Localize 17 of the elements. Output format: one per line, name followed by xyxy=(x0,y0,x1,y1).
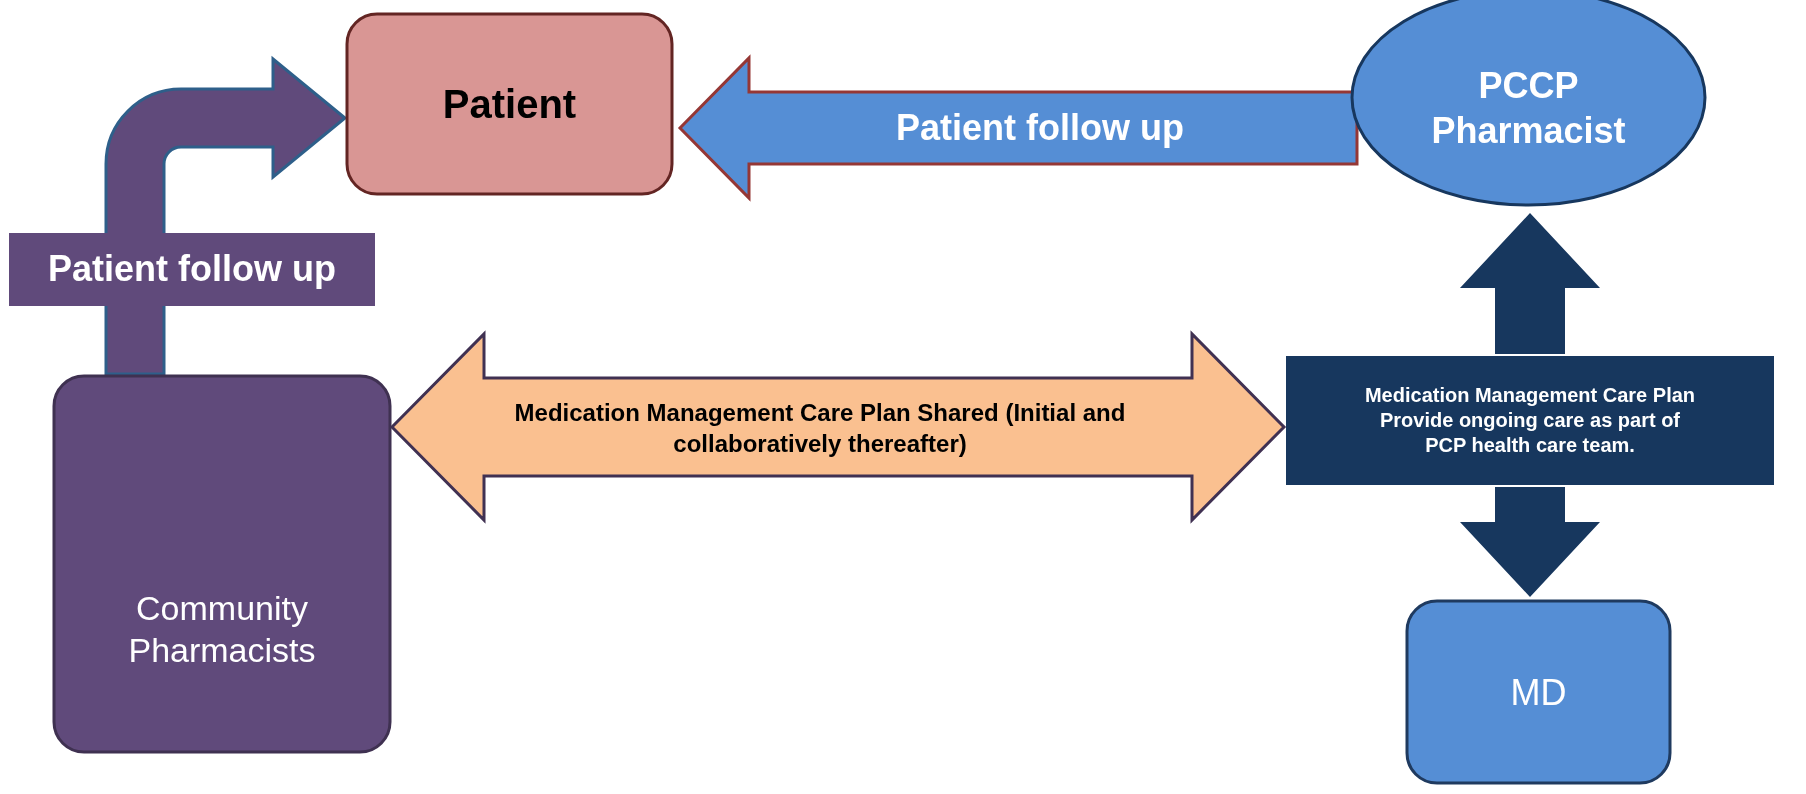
block-arrow xyxy=(389,330,1287,524)
edge-label: Patient follow up xyxy=(895,105,1185,150)
node-title: PCCP Pharmacist xyxy=(1430,63,1627,153)
care-plan-box xyxy=(1284,354,1776,487)
node-title: Patient xyxy=(442,81,577,128)
edge-label: Medication Management Care Plan Shared (Initial and collaboratively thereafter) xyxy=(513,397,1127,459)
node-title: MD xyxy=(1510,670,1567,715)
block-arrow xyxy=(677,54,1359,202)
pharmacists-box xyxy=(52,374,392,754)
edge-label: Patient follow up xyxy=(9,233,375,306)
block-arrow xyxy=(1460,487,1600,597)
patient-box xyxy=(345,12,674,196)
node-text: Provide ongoing care as part of PCP health care team. xyxy=(1378,408,1682,458)
node-title: Community Pharmacists xyxy=(127,587,317,671)
node-title: Medication Management Care Plan xyxy=(1364,383,1696,408)
block-arrow xyxy=(1460,213,1600,354)
md-box xyxy=(1405,599,1672,785)
